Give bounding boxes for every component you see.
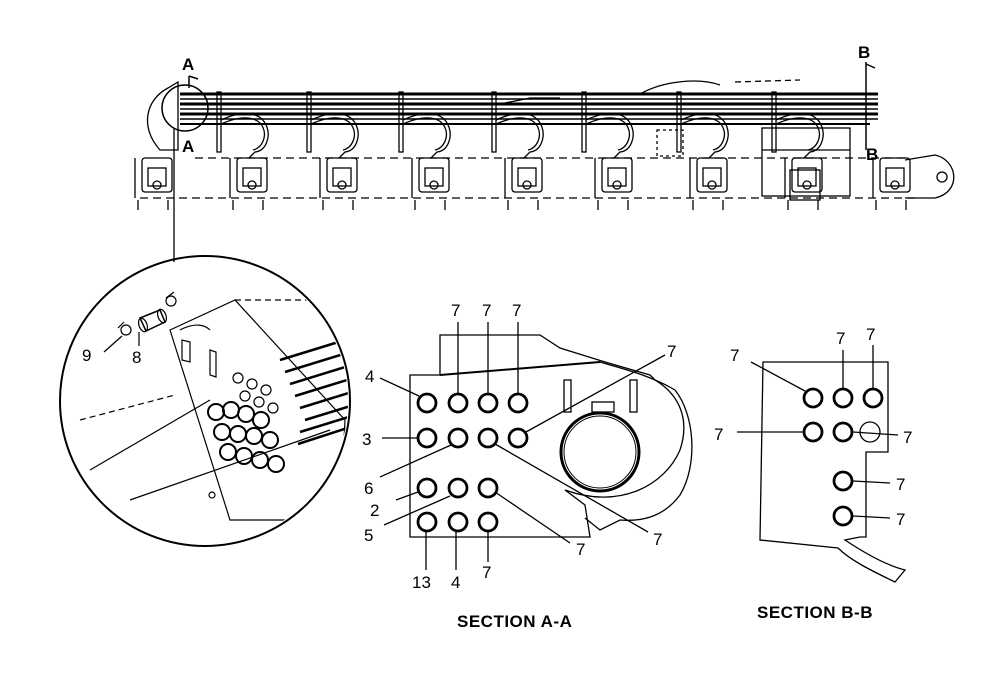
part-label: 7 <box>836 329 845 348</box>
part-label: 7 <box>714 425 723 444</box>
section-b-labels: 7 7 7 7 7 7 7 <box>714 325 912 529</box>
section-b-ports <box>802 387 884 527</box>
port-hole <box>507 427 529 449</box>
section-b-b: 7 7 7 7 7 7 7 SECTION B-B <box>714 325 912 622</box>
port-hole <box>832 505 854 527</box>
port-hole <box>416 511 438 533</box>
port-hole <box>416 392 438 414</box>
port-hole <box>832 421 854 443</box>
port-hole <box>477 392 499 414</box>
port-hole <box>447 477 469 499</box>
port-hole <box>416 427 438 449</box>
part-label: 7 <box>482 301 491 320</box>
leader-line <box>379 377 420 397</box>
part-label: 5 <box>364 526 373 545</box>
detail-callout-circle <box>161 84 209 132</box>
leader-line <box>494 443 649 533</box>
marker-b-top: B <box>858 43 870 62</box>
port-hole <box>832 387 854 409</box>
part-label: 7 <box>903 428 912 447</box>
part-label: 7 <box>451 301 460 320</box>
section-a-labels: 7 7 7 7 4 3 6 2 5 13 4 7 7 7 <box>362 301 676 592</box>
row-unit <box>581 91 634 210</box>
port-hole <box>416 477 438 499</box>
port-hole <box>447 427 469 449</box>
part-label: 6 <box>364 479 373 498</box>
leader-line <box>383 495 451 526</box>
detail-circle-view: 9 8 <box>59 255 351 547</box>
row-unit <box>306 91 359 210</box>
section-a-leaders <box>379 322 666 570</box>
section-b-leaders <box>737 345 899 519</box>
leader-line <box>852 480 891 484</box>
part-label: 7 <box>896 510 905 529</box>
port-hole <box>447 511 469 533</box>
row-units <box>134 91 911 210</box>
port-hole <box>477 427 499 449</box>
row-unit <box>676 91 729 210</box>
row-unit <box>771 91 824 210</box>
port-hole <box>477 511 499 533</box>
section-markers: A A B B <box>161 43 878 262</box>
marker-b-bottom: B <box>866 145 878 164</box>
leader-line <box>525 354 666 433</box>
leader-line <box>852 431 899 436</box>
part-label: 7 <box>482 563 491 582</box>
part-label: 13 <box>412 573 431 592</box>
port-hole <box>862 387 884 409</box>
section-a-title: SECTION A-A <box>457 612 572 631</box>
part-label: 7 <box>896 475 905 494</box>
part-label: 2 <box>370 501 379 520</box>
part-label-9: 9 <box>82 346 91 365</box>
port-hole <box>477 477 499 499</box>
port-hole <box>802 421 824 443</box>
part-label: 7 <box>512 301 521 320</box>
row-unit <box>398 91 451 210</box>
part-label: 7 <box>653 530 662 549</box>
leader-line <box>395 491 419 501</box>
part-label: 7 <box>730 346 739 365</box>
part-label: 7 <box>667 342 676 361</box>
part-label: 7 <box>866 325 875 344</box>
header-assembly-view <box>140 79 955 201</box>
row-unit <box>216 91 269 210</box>
marker-a-bottom: A <box>182 137 194 156</box>
section-b-title: SECTION B-B <box>757 603 873 622</box>
row-unit <box>872 157 911 210</box>
part-label: 4 <box>451 573 460 592</box>
part-label-8: 8 <box>132 348 141 367</box>
row-unit <box>491 91 544 210</box>
leader-line <box>852 515 891 519</box>
port-hole <box>447 392 469 414</box>
leader-line <box>750 361 806 392</box>
section-a-a: 7 7 7 7 4 3 6 2 5 13 4 7 7 7 SECTION A-A <box>362 301 693 631</box>
port-hole <box>507 392 529 414</box>
row-unit <box>134 157 173 210</box>
section-a-ports <box>416 392 529 533</box>
port-hole <box>832 470 854 492</box>
part-label: 3 <box>362 430 371 449</box>
port-hole <box>802 387 824 409</box>
part-label: 4 <box>365 367 374 386</box>
leader-line <box>379 444 452 478</box>
part-label: 7 <box>576 540 585 559</box>
marker-a-top: A <box>182 55 194 74</box>
leader-line <box>494 491 571 544</box>
